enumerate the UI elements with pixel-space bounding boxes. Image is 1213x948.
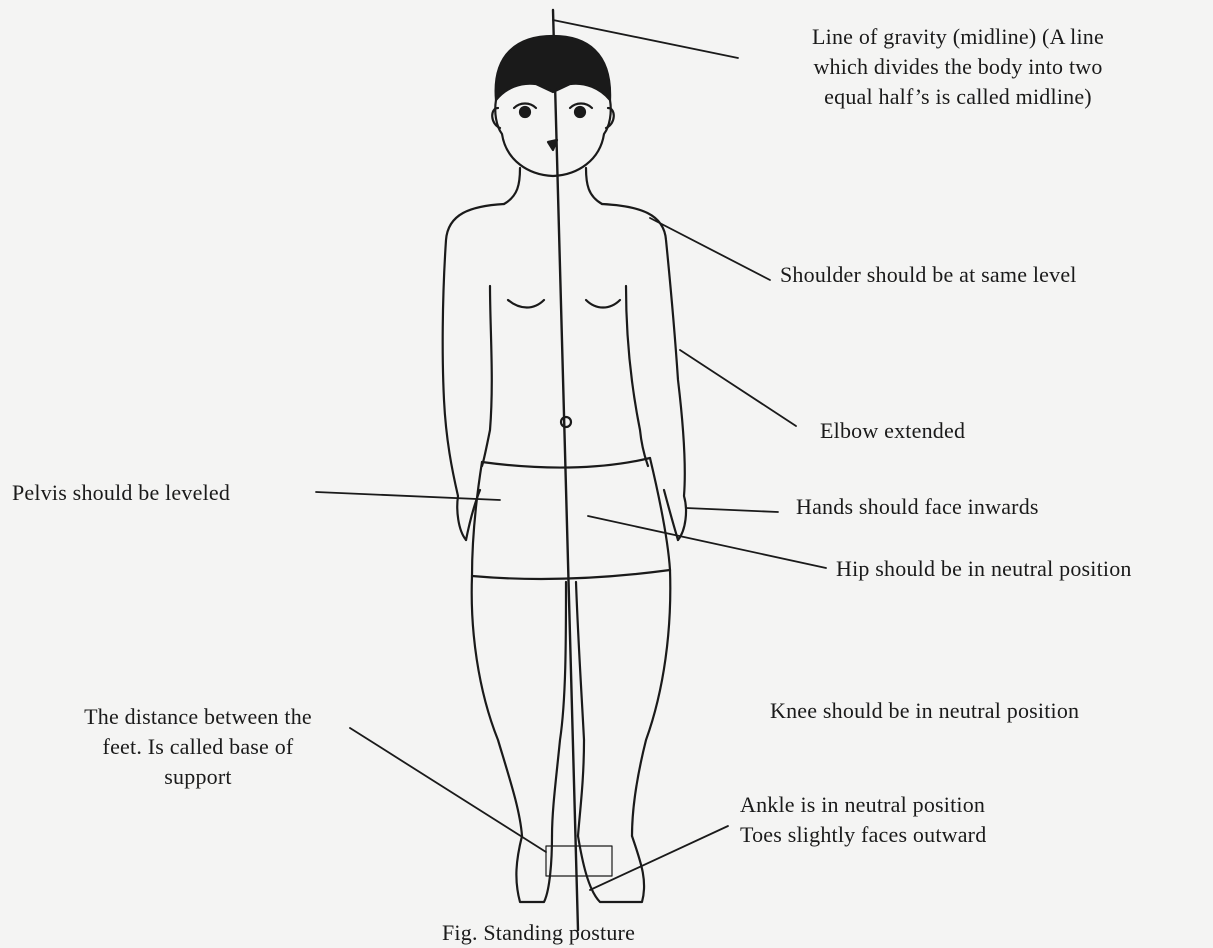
right-chest [586,300,620,308]
base-of-support-box [546,846,612,876]
right-leg-inner [576,582,584,836]
label-shoulder: Shoulder should be at same level [780,260,1077,290]
right-torso [626,286,648,466]
shorts-right [650,458,670,570]
label-line: Toes slightly faces outward [740,820,986,850]
shorts-left [472,462,482,576]
left-leg-inner [552,582,566,836]
shorts-hem [472,570,670,579]
right-arm-outer [602,204,686,540]
label-line: The distance between the [42,702,354,732]
leader-hip [588,516,826,568]
left-pupil [520,107,530,117]
label-line: Line of gravity (midline) (A line [758,22,1158,52]
label-base-of-support: The distance between the feet. Is called… [42,702,354,792]
midline [553,10,578,930]
label-hands: Hands should face inwards [796,492,1039,522]
leader-elbow [680,350,796,426]
label-line: which divides the body into two [758,52,1158,82]
navel [561,417,571,427]
label-line: Ankle is in neutral position [740,790,986,820]
label-knee: Knee should be in neutral position [770,696,1079,726]
right-pupil [575,107,585,117]
label-hip: Hip should be in neutral position [836,554,1132,584]
label-line-of-gravity: Line of gravity (midline) (A line which … [758,22,1158,112]
label-elbow: Elbow extended [820,416,965,446]
leader-ankle [590,826,728,890]
left-torso [482,286,492,466]
leader-hands [686,508,778,512]
label-line: equal half’s is called midline) [758,82,1158,112]
neck-right [586,168,602,204]
label-line: support [42,762,354,792]
leader-pelvis [316,492,500,500]
head-outline [495,100,611,176]
leader-base [350,728,546,852]
left-leg-outer [472,576,522,836]
left-arm-outer [443,204,504,540]
label-line: feet. Is called base of [42,732,354,762]
neck-left [504,168,520,204]
label-ankle-toes: Ankle is in neutral position Toes slight… [740,790,986,850]
right-leg-outer [632,570,670,836]
left-chest [508,300,544,308]
label-pelvis: Pelvis should be leveled [12,478,230,508]
figure-caption: Fig. Standing posture [442,918,635,948]
